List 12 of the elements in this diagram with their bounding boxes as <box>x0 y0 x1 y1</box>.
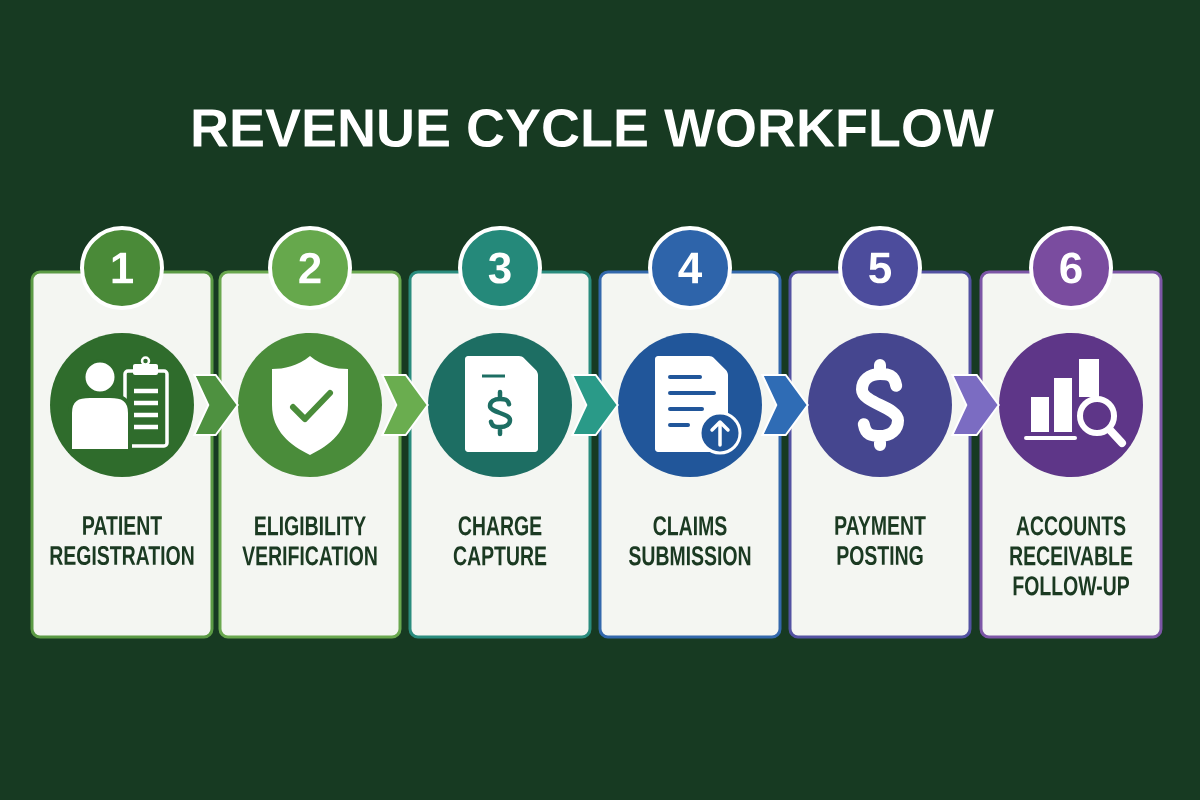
person-clipboard-icon <box>50 333 194 477</box>
dollar-icon <box>808 333 952 477</box>
document-upload-icon <box>618 333 762 477</box>
title: REVENUE CYCLE WORKFLOW <box>193 108 994 148</box>
chevron-arrow <box>192 374 239 436</box>
shield-check-icon <box>238 333 382 477</box>
chevron-arrow <box>570 374 619 436</box>
dollar-document-icon <box>428 333 572 477</box>
chevron-arrow <box>950 374 1000 436</box>
chart-magnifier-icon <box>999 333 1143 477</box>
chevron-arrow <box>380 374 429 436</box>
chevron-arrow <box>760 374 809 436</box>
